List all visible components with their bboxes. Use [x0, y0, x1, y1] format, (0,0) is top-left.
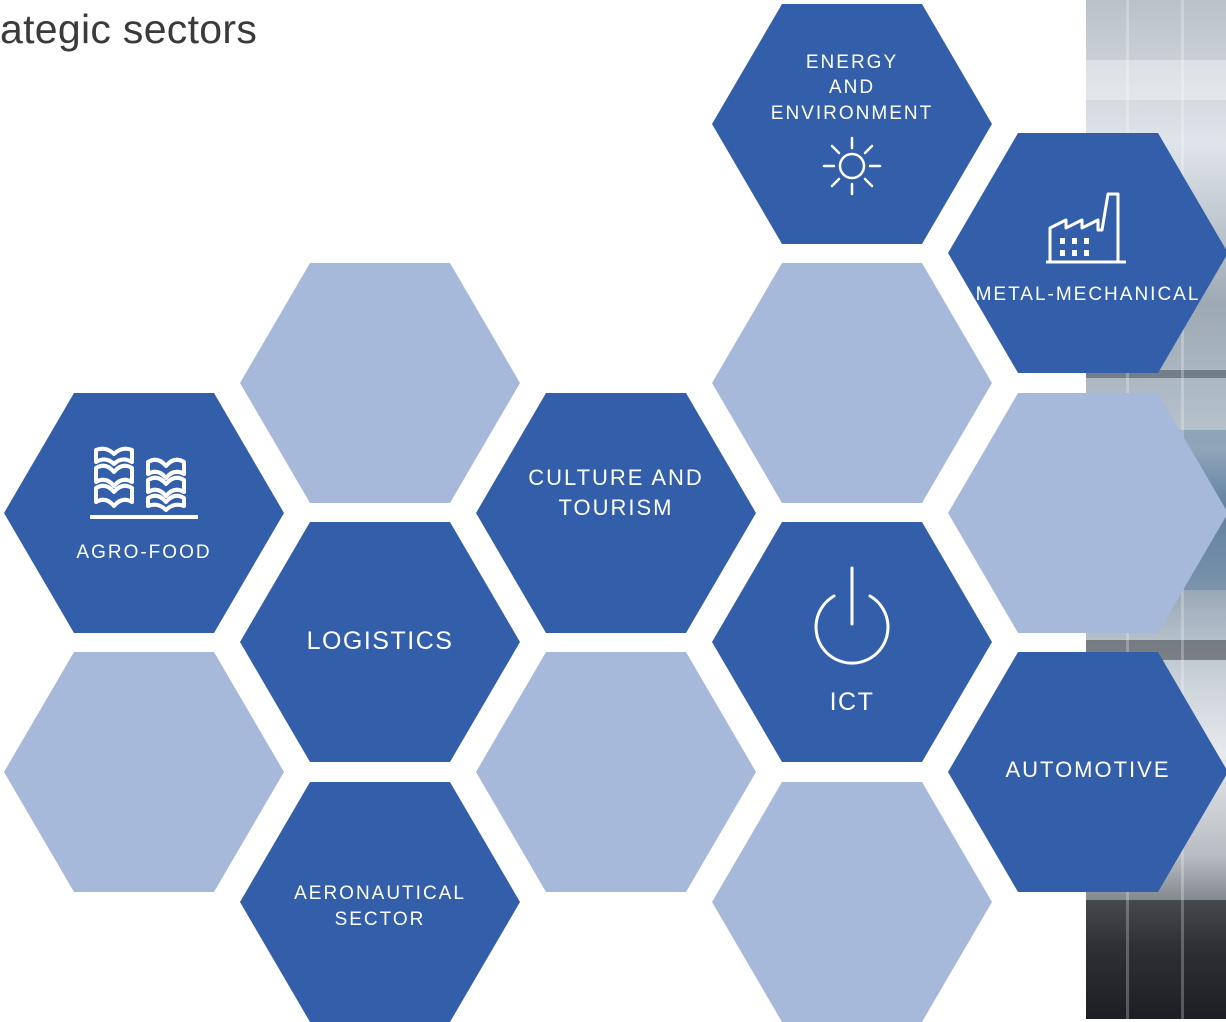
hex-agro-food[interactable]: AGRO-FOOD [4, 393, 284, 633]
empty-hex [476, 652, 756, 892]
factory-icon [1046, 192, 1126, 264]
metal-mechanical-label: METAL-MECHANICAL [975, 284, 1201, 306]
agro-food-label: AGRO-FOOD [76, 542, 212, 564]
power-icon [814, 566, 890, 665]
empty-hex [4, 652, 284, 892]
hex-energy-environment[interactable]: ENERGY AND ENVIRONMENT [712, 4, 992, 244]
logistics-label: LOGISTICS [306, 627, 454, 656]
sun-icon [822, 137, 882, 196]
hex-aeronautical[interactable]: AERONAUTICAL SECTOR [240, 782, 520, 1022]
automotive-label: AUTOMOTIVE [1005, 757, 1171, 783]
wheat-icon [90, 446, 198, 520]
empty-hex [240, 263, 520, 503]
page-title: ategic sectors [0, 6, 258, 52]
empty-hex [712, 263, 992, 503]
hex-culture-tourism[interactable]: CULTURE AND TOURISM [476, 393, 756, 633]
energy-label: ENERGY AND ENVIRONMENT [770, 51, 934, 124]
hex-logistics[interactable]: LOGISTICS [240, 522, 520, 762]
ict-label: ICT [829, 688, 875, 717]
empty-hex [712, 782, 992, 1022]
culture-tourism-label: CULTURE AND TOURISM [528, 465, 704, 520]
aeronautical-label: AERONAUTICAL SECTOR [294, 883, 466, 930]
hex-ict[interactable]: ICT [712, 522, 992, 762]
